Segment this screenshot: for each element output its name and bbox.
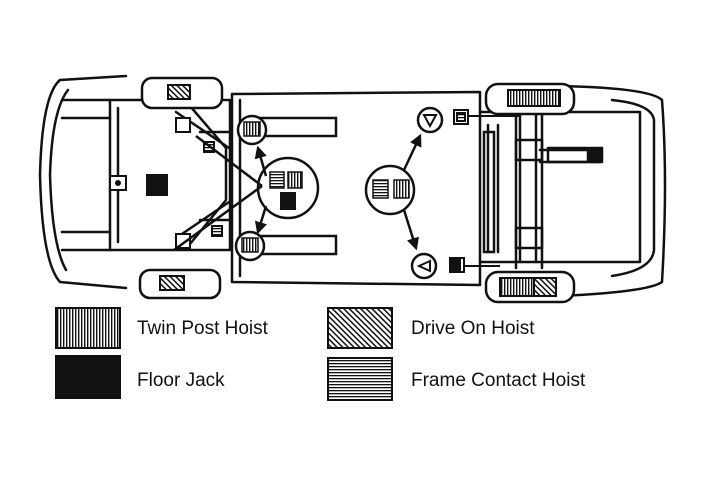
front-bumper-outline <box>38 74 128 290</box>
legend-label-twin-post: Twin Post Hoist <box>137 318 268 339</box>
lift-point-rear-left <box>416 106 444 134</box>
legend-swatch-drive-on <box>327 307 393 349</box>
legend-swatch-twin-post <box>55 307 121 349</box>
rear-bumper-outline <box>558 84 667 298</box>
legend-swatch-frame-contact <box>327 357 393 401</box>
floor-jack-mark-front <box>146 174 168 196</box>
lift-point-rear-right <box>410 252 438 280</box>
legend-label-floor-jack: Floor Jack <box>137 370 225 391</box>
drive-on-mark-front-left <box>167 84 191 100</box>
twin-post-mark-rear-right <box>499 277 535 297</box>
legend-swatch-floor-jack <box>55 355 121 399</box>
twin-post-mark-rear-left <box>507 89 561 107</box>
legend-label-drive-on: Drive On Hoist <box>411 318 535 339</box>
legend-label-frame-contact: Frame Contact Hoist <box>411 370 586 391</box>
body-outline <box>230 90 482 287</box>
floor-jack-mark-center <box>280 192 296 210</box>
detail-circle-rear <box>364 164 416 216</box>
drive-on-mark-front-right <box>159 275 185 291</box>
rear-frame <box>478 110 642 264</box>
